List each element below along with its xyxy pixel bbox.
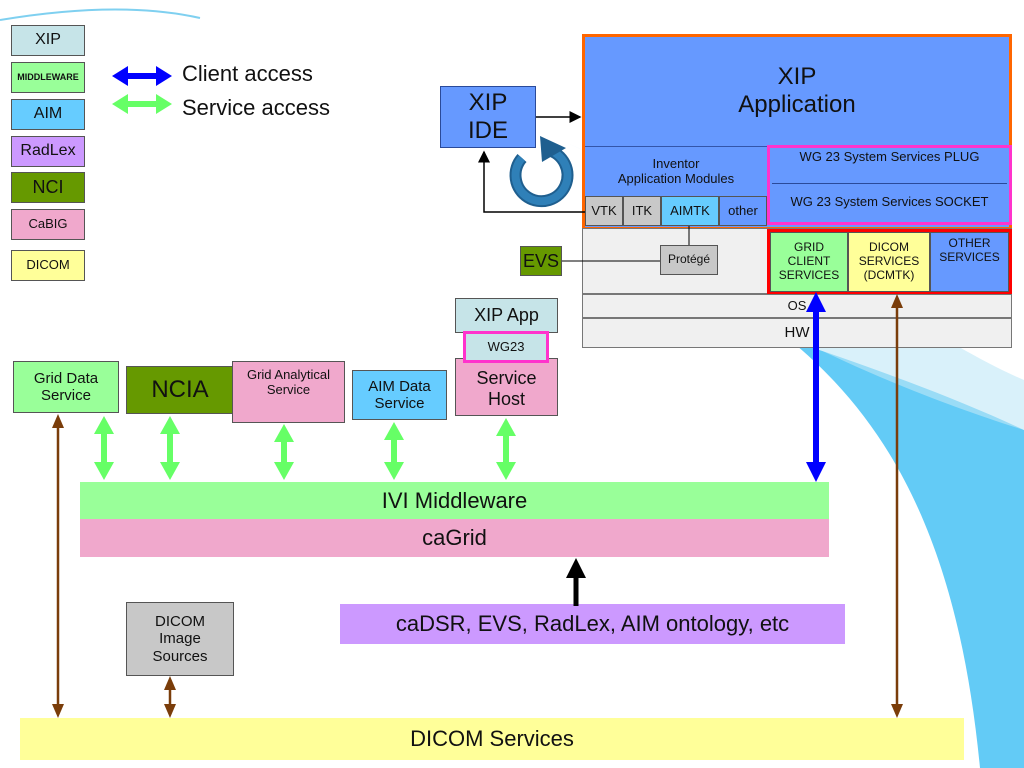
toolkit-vtk: VTK [585,196,623,226]
aim-data-service: AIM Data Service [352,370,447,420]
toolkit-other: other [719,196,767,226]
grid-client-services: GRID CLIENT SERVICES [770,232,848,292]
xip-ide: XIP IDE [440,86,536,148]
refresh-cycle-icon [509,136,574,208]
legend-nci: NCI [11,172,85,203]
client-access-arrow-icon [112,66,172,86]
hw-layer: HW [582,318,1012,348]
ontology-to-cagrid-arrow [566,558,586,606]
wg23-system-services-plug: WG 23 System Services PLUG [772,149,1007,184]
dicom-brown-arrows [52,294,903,718]
legend-middleware: MIDDLEWARE [11,62,85,93]
dicom-image-sources: DICOM Image Sources [126,602,234,676]
toolkit-itk: ITK [623,196,661,226]
service-access-vertical-arrows [94,416,516,480]
legend-service-access: Service access [182,95,330,120]
client-access-vertical-arrow [806,292,826,482]
service-host: Service Host [455,358,558,416]
other-services: OTHER SERVICES [930,232,1009,292]
wg23-system-services-socket: WG 23 System Services SOCKET [790,193,989,209]
ncia-box: NCIA [126,366,234,414]
legend-client-access: Client access [182,61,313,86]
wg23-box: WG23 [463,331,549,363]
service-access-arrow-icon [112,94,172,114]
legend-aim: AIM [11,99,85,130]
dicom-services-dcmtk: DICOM SERVICES (DCMTK) [848,232,930,292]
application-to-ide-arrow [478,150,585,213]
ontology-sources: caDSR, EVS, RadLex, AIM ontology, etc [340,604,845,644]
xip-application-title: XIP Application [738,63,856,118]
wg23-plug-socket-frame [767,145,1012,225]
protege-box: Protégé [660,245,718,275]
legend-cabig: CaBIG [11,209,85,240]
legend-dicom: DICOM [11,250,85,281]
services-frame [767,229,1012,295]
inventor-application-modules: Inventor Application Modules [585,146,767,196]
cagrid: caGrid [80,519,829,557]
grid-analytical-service: Grid Analytical Service [232,361,345,423]
evs-box: EVS [520,246,562,276]
legend-radlex: RadLex [11,136,85,167]
os-layer: OS [582,294,1012,318]
grid-data-service: Grid Data Service [13,361,119,413]
ivi-middleware: IVI Middleware [80,482,829,519]
dicom-services-bar: DICOM Services [20,718,964,760]
toolkit-aimtk: AIMTK [661,196,719,226]
legend-xip: XIP [11,25,85,56]
xip-app: XIP App [455,298,558,333]
